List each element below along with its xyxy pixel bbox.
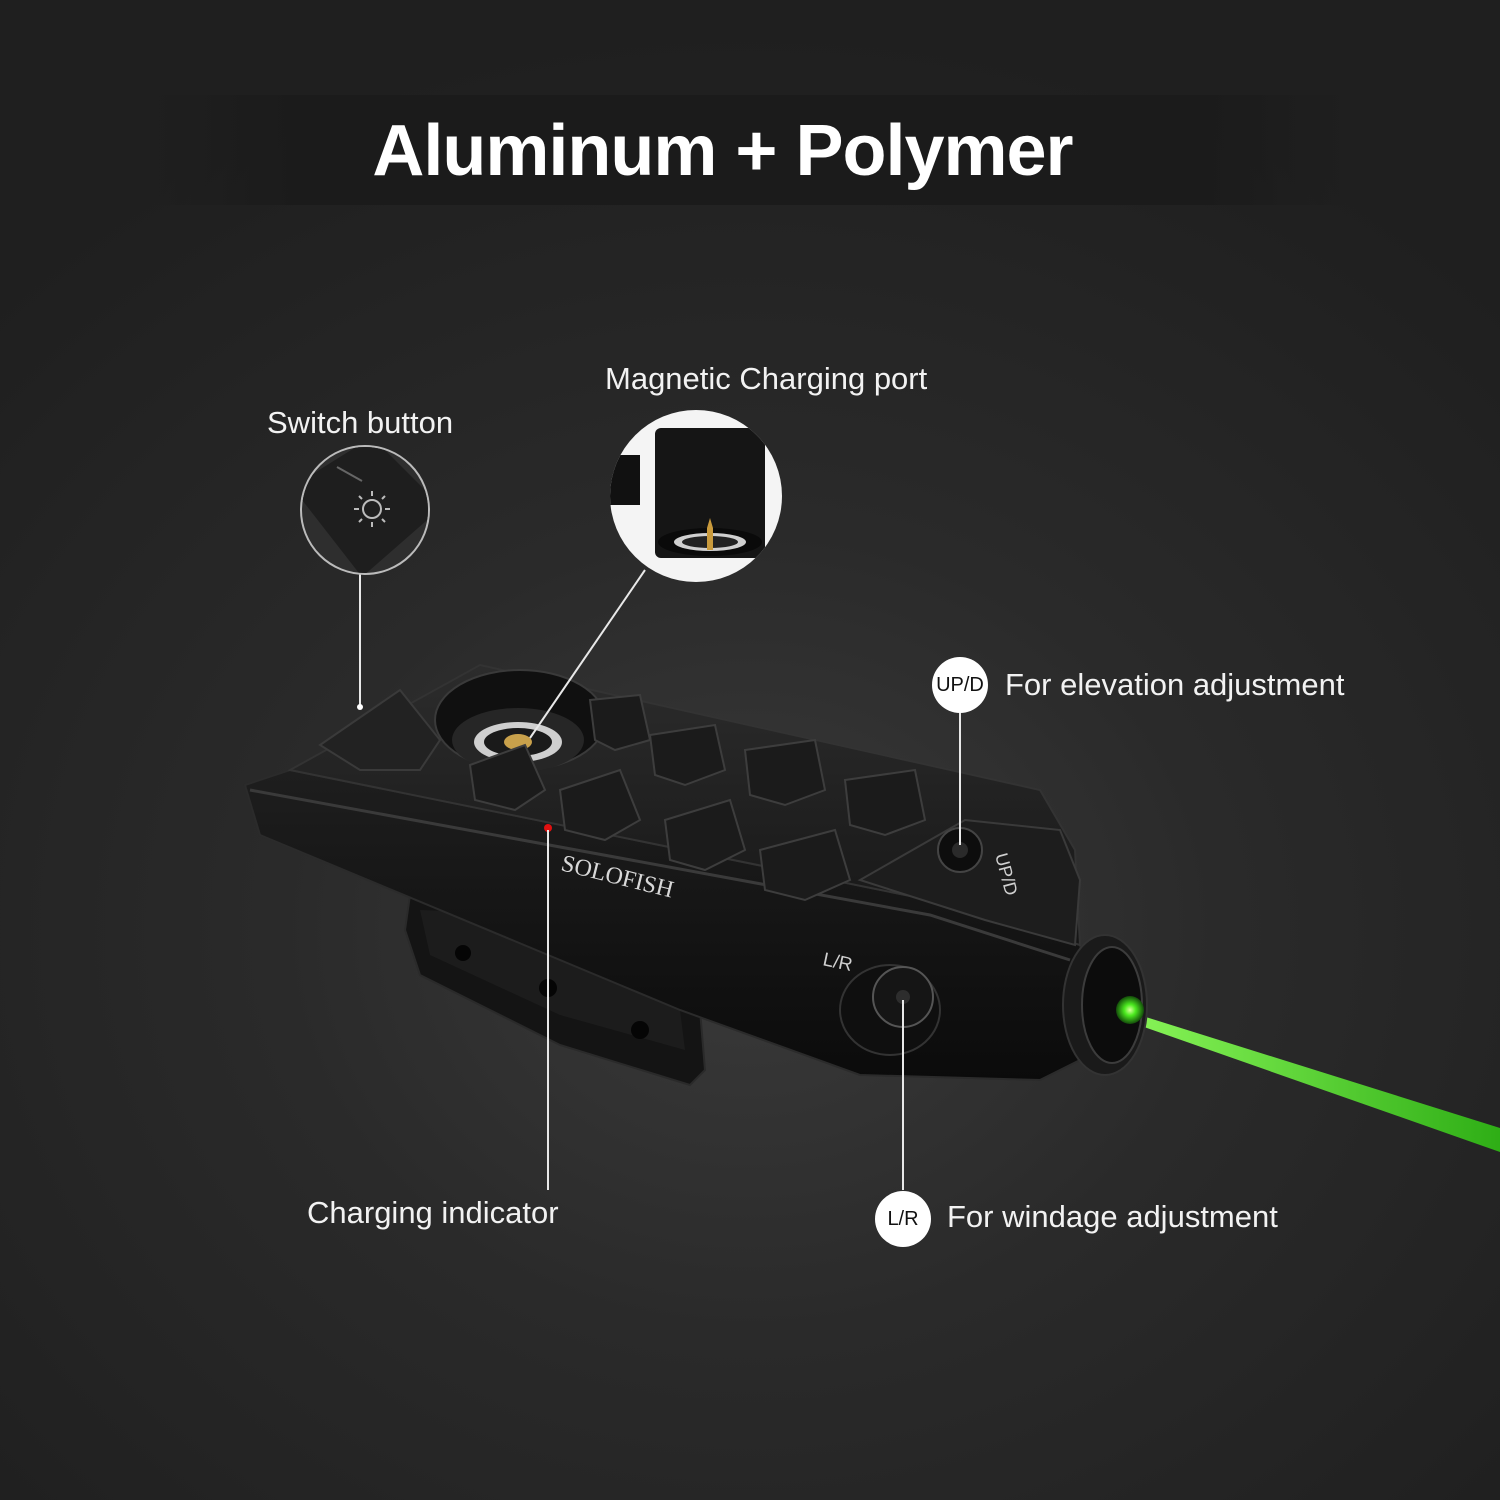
switch-button-label: Switch button (267, 405, 454, 440)
page-title: Aluminum + Polymer (372, 111, 1073, 191)
laser-lens (1116, 996, 1144, 1024)
charging-indicator-label: Charging indicator (307, 1195, 559, 1230)
windage-badge: L/R (875, 1191, 931, 1247)
elevation-adjustment-label: For elevation adjustment (1005, 667, 1345, 702)
magnetic-port-zoom (610, 410, 782, 582)
elevation-badge: UP/D (932, 657, 988, 713)
magnetic-charging-port-label: Magnetic Charging port (605, 361, 928, 396)
switch-button-zoom (300, 445, 430, 575)
title-band (150, 95, 1350, 205)
leader-lines (359, 568, 961, 1190)
switch-icon (354, 491, 390, 527)
laser-beam (1130, 1012, 1500, 1152)
picatinny-rail (468, 693, 927, 902)
windage-adjustment-label: For windage adjustment (947, 1199, 1278, 1234)
charging-indicator-led (544, 824, 552, 832)
